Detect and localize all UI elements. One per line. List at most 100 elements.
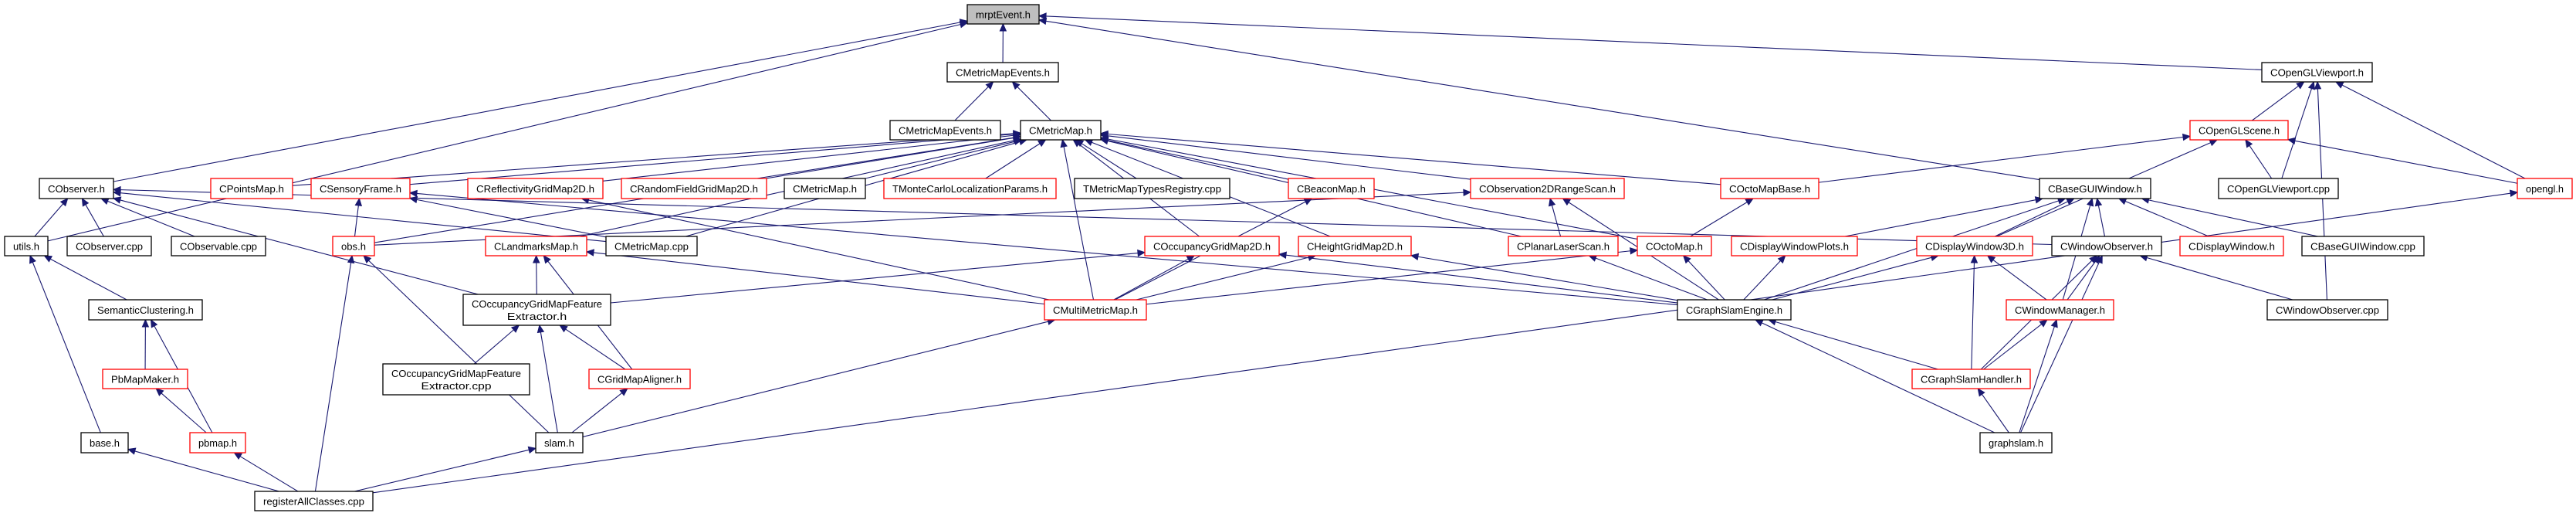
graph-node-obs[interactable]: obs.h <box>332 236 375 256</box>
node-label: CGraphSlamEngine.h <box>1686 304 1782 316</box>
arrowhead-icon <box>527 446 537 454</box>
graph-node-graphslam[interactable]: graphslam.h <box>1979 432 2053 454</box>
graph-node-pbmap[interactable]: pbmap.h <box>189 432 246 454</box>
arrowhead-icon <box>2296 81 2305 90</box>
graph-node-CSensoryFrame[interactable]: CSensoryFrame.h <box>310 178 411 199</box>
graph-node-CHeightGrid[interactable]: CHeightGridMap2D.h <box>1298 236 1412 256</box>
edge-base-to-utils <box>29 254 101 433</box>
arrowhead-icon <box>1099 130 1109 138</box>
edge-opengl-to-COpenGLScene <box>2287 137 2518 184</box>
graph-node-base[interactable]: base.h <box>80 432 129 454</box>
edge-line <box>2019 326 2055 433</box>
node-box <box>210 178 293 199</box>
node-label: CBaseGUIWindow.h <box>2048 183 2142 195</box>
graph-node-CPointsMap[interactable]: CPointsMap.h <box>210 178 293 199</box>
graph-node-CMetricMapH[interactable]: CMetricMap.h <box>1020 120 1102 141</box>
graph-node-CDisp3D[interactable]: CDisplayWindow3D.h <box>1916 236 2033 256</box>
edge-line <box>314 262 352 492</box>
graph-node-CMetricMapCpp[interactable]: CMetricMap.cpp <box>605 236 698 256</box>
graph-node-CWinObsCpp[interactable]: CWindowObserver.cpp <box>2266 299 2388 321</box>
arrowhead-icon <box>537 324 545 334</box>
graph-node-COpenGLScene[interactable]: COpenGLScene.h <box>2189 120 2289 141</box>
edge-CPlanarLaser-to-CObs2DRange <box>1548 197 1562 237</box>
node-box <box>332 236 375 256</box>
arrowhead-icon <box>510 324 520 333</box>
edge-PbMapMaker-to-SemClust <box>141 318 150 370</box>
graph-node-COpenGLViewportH[interactable]: COpenGLViewport.h <box>2261 62 2373 83</box>
graph-node-COpenGLViewportCpp[interactable]: COpenGLViewport.cpp <box>2218 178 2339 199</box>
graph-node-mrptEvent[interactable]: mrptEvent.h <box>966 4 1040 25</box>
graph-node-CBaseGUICpp[interactable]: CBaseGUIWindow.cpp <box>2301 236 2425 256</box>
graph-node-CMetricMapEventsB[interactable]: CMetricMapEvents.h <box>889 120 1001 141</box>
node-box <box>889 120 1001 141</box>
edge-line <box>565 328 626 370</box>
arrowhead-icon <box>2039 319 2048 328</box>
edge-line <box>354 205 359 237</box>
graph-node-TMonteCarlo[interactable]: TMonteCarloLocalizationParams.h <box>883 178 1057 199</box>
arrowhead-icon <box>354 197 363 207</box>
graph-node-CMetricMapEventsA[interactable]: CMetricMapEvents.h <box>946 62 1059 83</box>
graph-node-CDispPlots[interactable]: CDisplayWindowPlots.h <box>1731 236 1858 256</box>
arrowhead-icon <box>100 198 110 205</box>
graph-node-CPlanarLaser[interactable]: CPlanarLaserScan.h <box>1508 236 1619 256</box>
graph-node-PbMapMaker[interactable]: PbMapMaker.h <box>102 369 188 389</box>
edge-obs-to-CSensoryFrame <box>354 197 363 237</box>
graph-node-slam[interactable]: slam.h <box>535 432 584 454</box>
graph-node-CBeaconMap[interactable]: CBeaconMap.h <box>1288 178 1375 199</box>
graph-node-CObservableCpp[interactable]: CObservable.cpp <box>171 236 266 256</box>
graph-node-CWinObsH[interactable]: CWindowObserver.h <box>2051 236 2162 256</box>
graph-node-opengl[interactable]: opengl.h <box>2517 178 2573 199</box>
graph-node-CObserver[interactable]: CObserver.h <box>39 178 114 199</box>
graph-node-CGraphSlamHandler[interactable]: CGraphSlamHandler.h <box>1911 369 2031 389</box>
edge-line <box>540 331 558 433</box>
node-box <box>1637 236 1712 256</box>
graph-node-COctoMapBase[interactable]: COctoMapBase.h <box>1720 178 1819 199</box>
node-label: CMetricMapEvents.h <box>899 125 992 137</box>
graph-node-CLandmarksMap[interactable]: CLandmarksMap.h <box>485 236 587 256</box>
node-box <box>2261 62 2373 83</box>
graph-node-COccGrid2D[interactable]: COccupancyGridMap2D.h <box>1144 236 1280 256</box>
graph-node-CDispWin[interactable]: CDisplayWindow.h <box>2179 236 2284 256</box>
edge-COccFEH-to-CLandmarksMap <box>532 254 540 295</box>
edge-utils-to-CObserver <box>34 198 69 237</box>
arrowhead-icon <box>1970 254 1979 263</box>
arrowhead-icon <box>2066 198 2075 206</box>
graph-node-SemClust[interactable]: SemanticClustering.h <box>88 299 203 321</box>
node-box <box>1074 178 1230 199</box>
edge-line <box>47 24 961 242</box>
arrowhead-icon <box>2245 138 2253 148</box>
node-box <box>2051 236 2162 256</box>
graph-node-utils[interactable]: utils.h <box>4 236 49 256</box>
edge-line <box>2294 140 2518 184</box>
graph-node-CReflectivity[interactable]: CReflectivityGridMap2D.h <box>467 178 604 199</box>
edge-COctoMap-to-COctoMapBase <box>1690 198 1755 237</box>
graph-node-CRandomField[interactable]: CRandomFieldGridMap2D.h <box>621 178 767 199</box>
node-label: CPointsMap.h <box>219 183 284 195</box>
edge-line <box>32 262 101 433</box>
arrowhead-icon <box>1777 255 1786 264</box>
graph-node-CObserverCpp[interactable]: CObserver.cpp <box>66 236 152 256</box>
graph-node-registerAll[interactable]: registerAllClasses.cpp <box>254 491 374 511</box>
graph-node-CMetricMapRow[interactable]: CMetricMap.h <box>784 178 866 199</box>
graph-node-CWinManager[interactable]: CWindowManager.h <box>2006 299 2114 321</box>
edge-graphslam-to-CWinManager <box>2019 318 2058 433</box>
graph-node-CObs2DRange[interactable]: CObservation2DRangeScan.h <box>1470 178 1625 199</box>
graph-node-CGraphSlamEngine[interactable]: CGraphSlamEngine.h <box>1677 299 1792 321</box>
node-label: COpenGLViewport.h <box>2270 67 2364 79</box>
graph-node-COctoMap[interactable]: COctoMap.h <box>1637 236 1712 256</box>
arrowhead-icon <box>233 452 243 460</box>
node-box <box>1298 236 1412 256</box>
edge-line <box>239 456 299 492</box>
node-label: CObserver.cpp <box>76 241 143 253</box>
graph-node-CGridMapAligner[interactable]: CGridMapAligner.h <box>588 369 691 389</box>
arrowhead-icon <box>155 388 164 396</box>
node-label: slam.h <box>544 437 574 449</box>
graph-node-CMultiMetric[interactable]: CMultiMetricMap.h <box>1044 299 1147 321</box>
node-label: CDisplayWindow.h <box>2188 241 2275 253</box>
arrowhead-icon <box>347 254 355 264</box>
graph-node-CBaseGUIWindow[interactable]: CBaseGUIWindow.h <box>2039 178 2151 199</box>
node-box <box>4 236 49 256</box>
graph-node-TMetricMapTypes[interactable]: TMetricMapTypesRegistry.cpp <box>1074 178 1230 199</box>
